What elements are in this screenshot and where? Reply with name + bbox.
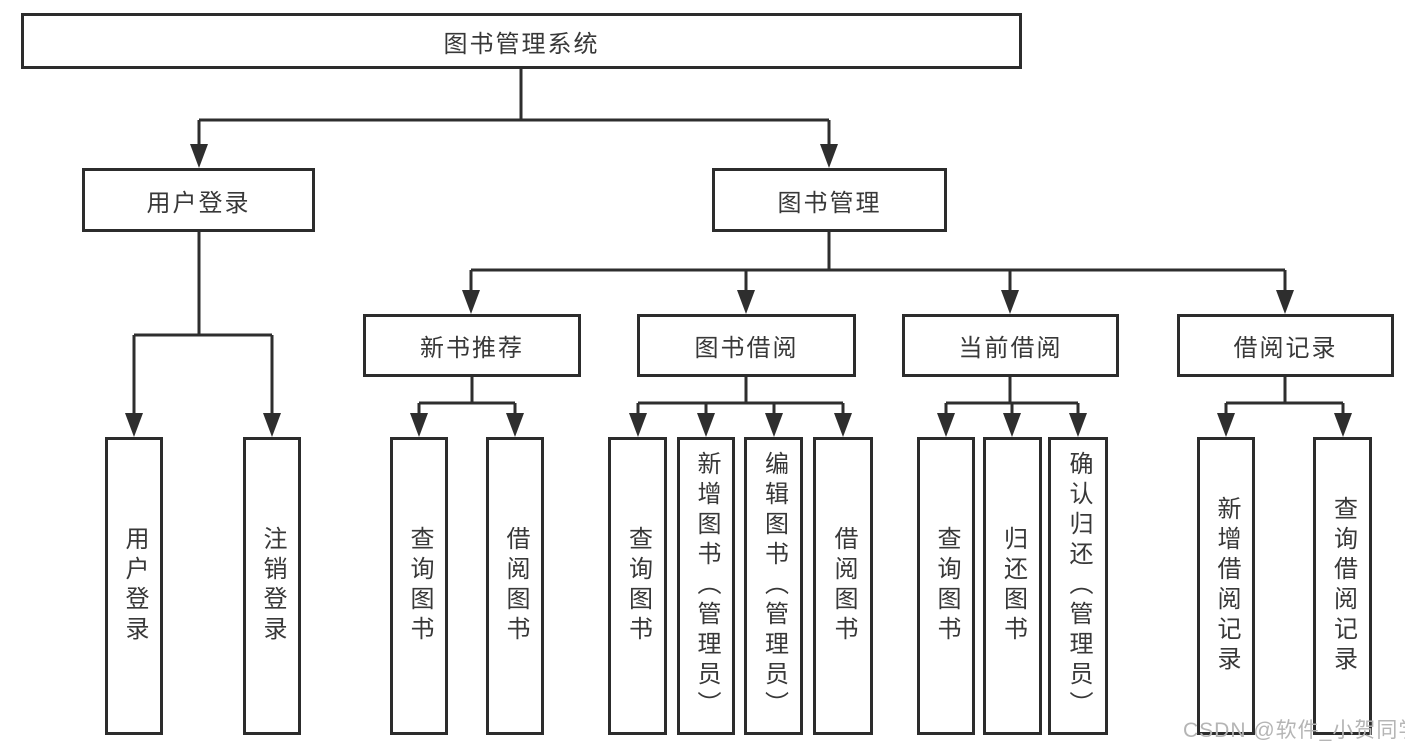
node-label: 编辑图书（管理员） bbox=[760, 451, 788, 721]
node-label: 注销登录 bbox=[259, 526, 286, 646]
leaf-confirm-return-admin: 确认归还（管理员） bbox=[1048, 437, 1108, 735]
leaf-logout: 注销登录 bbox=[243, 437, 301, 735]
node-label: 查询图书 bbox=[406, 526, 433, 646]
node-book-borrowing: 图书借阅 bbox=[637, 314, 856, 377]
node-borrow-records: 借阅记录 bbox=[1177, 314, 1394, 377]
node-label: 图书管理 bbox=[777, 189, 882, 217]
node-label: 图书借阅 bbox=[694, 335, 799, 362]
node-user-login: 用户登录 bbox=[82, 168, 315, 232]
node-label: 用户登录 bbox=[146, 189, 251, 217]
node-label: 新增图书（管理员） bbox=[693, 451, 720, 721]
node-book-management: 图书管理 bbox=[712, 168, 947, 232]
node-label: 归还图书 bbox=[999, 526, 1027, 646]
node-label: 查询图书 bbox=[933, 526, 960, 646]
leaf-user-login: 用户登录 bbox=[105, 437, 163, 735]
leaf-add-books-admin: 新增图书（管理员） bbox=[677, 437, 735, 735]
leaf-query-borrow-record: 查询借阅记录 bbox=[1313, 437, 1372, 735]
node-label: 查询图书 bbox=[624, 526, 652, 646]
node-label: 借阅图书 bbox=[502, 526, 529, 646]
leaf-return-books: 归还图书 bbox=[983, 437, 1042, 735]
leaf-query-books: 查询图书 bbox=[917, 437, 975, 735]
leaf-borrow-books: 借阅图书 bbox=[813, 437, 873, 735]
node-library-system: 图书管理系统 bbox=[21, 13, 1022, 69]
node-label: 借阅图书 bbox=[830, 526, 857, 646]
node-label: 新增借阅记录 bbox=[1213, 496, 1240, 676]
node-current-borrowing: 当前借阅 bbox=[902, 314, 1119, 377]
leaf-edit-books-admin: 编辑图书（管理员） bbox=[744, 437, 803, 735]
node-label: 图书管理系统 bbox=[443, 30, 600, 58]
node-label: 当前借阅 bbox=[958, 335, 1063, 362]
leaf-query-books: 查询图书 bbox=[390, 437, 448, 735]
node-label: 用户登录 bbox=[121, 526, 148, 646]
node-label: 新书推荐 bbox=[420, 335, 524, 362]
node-label: 查询借阅记录 bbox=[1329, 496, 1357, 676]
csdn-watermark: CSDN @软件_小贺同学 bbox=[1183, 719, 1405, 742]
leaf-query-books: 查询图书 bbox=[608, 437, 667, 735]
leaf-borrow-books: 借阅图书 bbox=[486, 437, 544, 735]
node-label: 借阅记录 bbox=[1233, 335, 1338, 362]
node-label: 确认归还（管理员） bbox=[1065, 451, 1092, 721]
node-new-book-recommend: 新书推荐 bbox=[363, 314, 581, 377]
leaf-add-borrow-record: 新增借阅记录 bbox=[1197, 437, 1255, 735]
